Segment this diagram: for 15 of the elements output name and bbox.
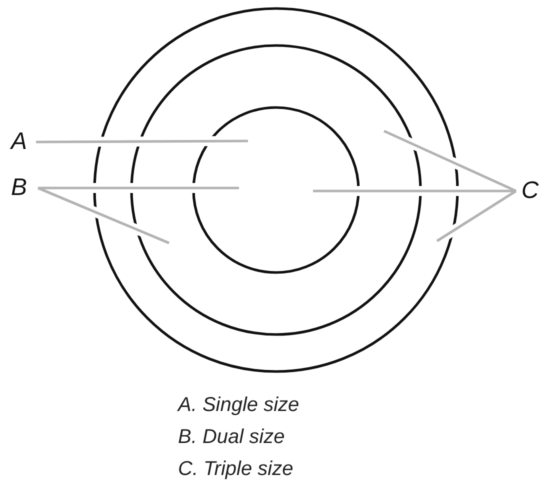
leader-line: [38, 186, 170, 244]
leader-line: [36, 140, 248, 144]
inner-circle: [192, 106, 360, 274]
leader-line: [38, 186, 239, 190]
outer-circle: [93, 7, 459, 373]
leader-line: [383, 130, 517, 192]
leader-line: [436, 190, 517, 242]
part-letter: B: [6, 174, 32, 202]
key-entry: C. Triple size: [178, 457, 294, 481]
middle-circle: [130, 44, 422, 336]
key-entry: A. Single size: [178, 393, 300, 417]
key-entry: B. Dual size: [178, 425, 285, 449]
leader-line: [313, 190, 516, 192]
part-letter: C: [516, 177, 544, 205]
part-letter: A: [6, 128, 32, 156]
